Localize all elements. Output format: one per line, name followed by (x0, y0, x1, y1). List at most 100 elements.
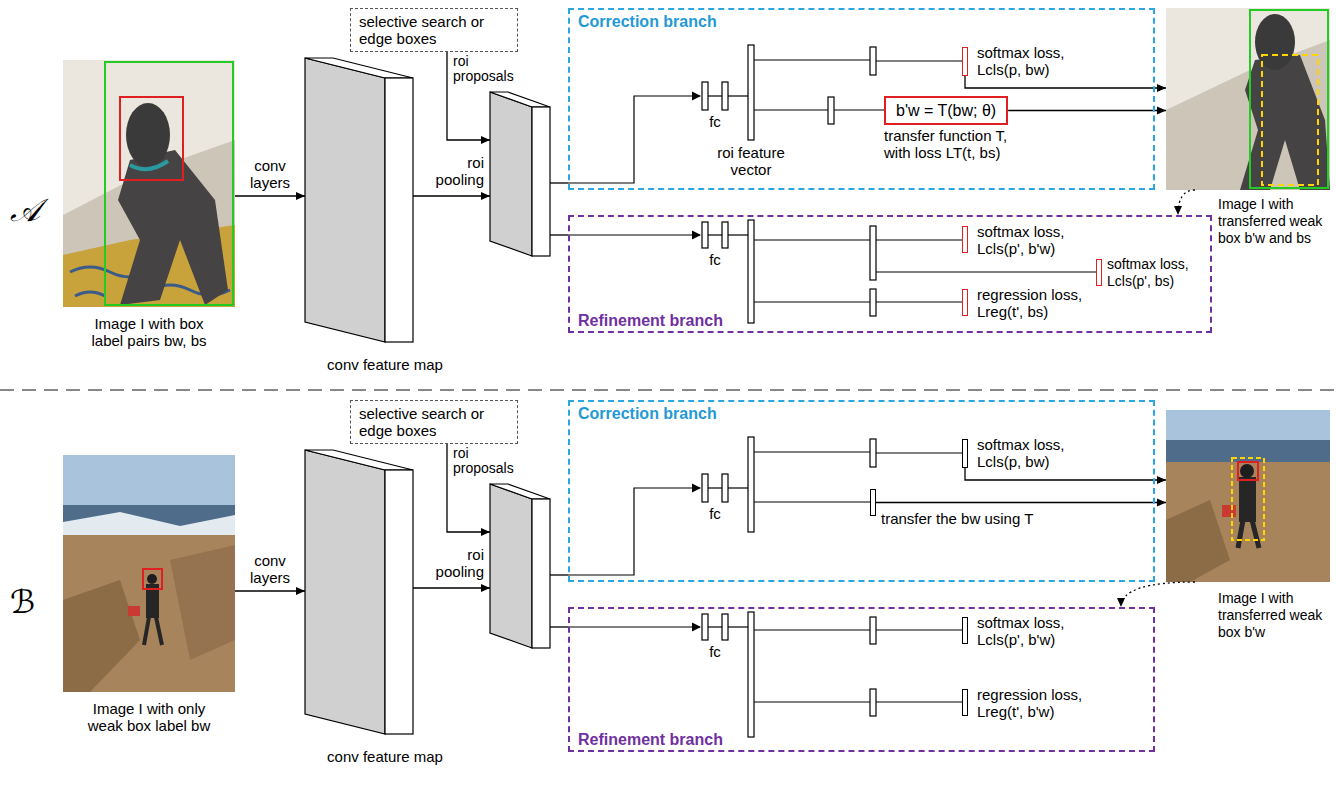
loss-bar: regression loss, Lreg(t', b'w) (962, 689, 968, 716)
weak-box (120, 97, 183, 180)
slab-top (305, 450, 413, 470)
transfer-formula: b'w = T(bw; θ) (896, 102, 996, 119)
arrowhead (1157, 107, 1166, 115)
person-body (1239, 477, 1256, 522)
slab-top (490, 484, 550, 499)
proposal-method: selective search or edge boxes (359, 13, 509, 47)
connector-line (235, 195, 305, 196)
branch-title: Correction branch (578, 13, 717, 30)
layer-bar (702, 222, 708, 248)
wire (728, 487, 748, 488)
arrowhead (1117, 598, 1125, 607)
layer-label: fc (700, 113, 730, 130)
slab-side (490, 92, 532, 256)
feature-map: conv feature map (305, 58, 413, 342)
connector-line (413, 195, 490, 196)
wire (754, 451, 870, 452)
proposal-box: selective search or edge boxes (350, 400, 518, 444)
wire (568, 96, 700, 183)
wire (568, 488, 700, 575)
strong-box (105, 62, 233, 305)
image-caption: Image I with only weak box label bw (83, 700, 215, 734)
connector-line (413, 587, 490, 588)
dog-head (126, 103, 170, 167)
wire (708, 95, 722, 96)
person-head (147, 574, 157, 584)
loss-label: regression loss, Lreg(t', b'w) (977, 686, 1092, 720)
layer-label: fc (700, 643, 730, 660)
transfer-function: b'w = T(bw; θ)transfer function T, with … (884, 96, 1008, 125)
slab-side (490, 484, 532, 648)
sea (63, 505, 235, 537)
layer-bar (748, 612, 754, 737)
connector (413, 192, 490, 200)
sea (1166, 440, 1330, 464)
wire (876, 271, 1096, 272)
wire (754, 301, 870, 302)
slab-top (490, 92, 550, 107)
transfer-note: transfer the bw using T (881, 510, 1081, 527)
rock-shade (1166, 500, 1230, 582)
transfer-note: transfer function T, with loss LT(t, bs) (884, 127, 1034, 161)
slab-front (385, 470, 413, 734)
arrowhead (481, 584, 490, 592)
wire (876, 60, 962, 61)
arrowhead (1157, 476, 1166, 484)
loss-label: softmax loss, Lcls(p', b'w) (977, 614, 1092, 648)
roi-pool-map: roi pooling (490, 92, 550, 256)
layer-bar (702, 474, 708, 502)
layer-bar (722, 82, 728, 110)
layer-bar: transfer the bw using T (870, 489, 876, 516)
connector (413, 584, 490, 592)
panel-separator (0, 389, 1336, 391)
connector (550, 575, 568, 576)
edge-label: roi proposals (453, 446, 517, 476)
loss-bar: softmax loss, Lcls(p, bw) (962, 439, 968, 468)
connector (235, 587, 305, 595)
wire (876, 701, 962, 702)
layer-bar (870, 289, 876, 316)
panel-letter: ℬ (10, 584, 35, 620)
wire (754, 109, 828, 110)
wire (708, 487, 722, 488)
wire (568, 626, 700, 627)
loss-bar: softmax loss, Lcls(p', b'w) (962, 226, 968, 253)
transferred-box (1262, 55, 1318, 185)
correction-branch: Correction branchsoftmax loss, Lcls(p, b… (568, 8, 1155, 190)
input-image: Image I with only weak box label bw (63, 455, 235, 692)
input-image: Image I with box label pairs bw, bs (63, 60, 235, 307)
transferred-box (1232, 458, 1264, 540)
slab-top (305, 58, 413, 78)
slab-front (385, 78, 413, 342)
layer-bar (748, 220, 754, 323)
pool-label: roi pooling (418, 154, 484, 188)
connector (1008, 107, 1166, 115)
layer-bar (870, 439, 876, 467)
dog-body (1240, 55, 1330, 190)
connector (876, 499, 1166, 507)
person-head (1240, 464, 1254, 478)
branch-title: Refinement branch (578, 731, 723, 748)
image-caption: Image I with transferred weak box b'w an… (1218, 196, 1328, 247)
slab-side (305, 58, 385, 342)
bag (1222, 505, 1236, 517)
feature-map: conv feature map (305, 450, 413, 734)
connector (550, 235, 568, 236)
loss-label: softmax loss, Lcls(p', bs) (1107, 256, 1205, 290)
wire (876, 239, 962, 240)
image-caption: Image I with box label pairs bw, bs (83, 315, 215, 349)
panel-letter: 𝒜 (10, 192, 40, 228)
connector-line (876, 502, 1166, 503)
layer-bar (748, 437, 754, 532)
sky (1166, 410, 1330, 442)
photo-background (63, 60, 235, 307)
arrowhead (1157, 499, 1166, 507)
layer-bar (870, 47, 876, 75)
output-image: Image I with transferred weak box b'w (1166, 410, 1330, 582)
arrowhead (481, 192, 490, 200)
branch-title: Refinement branch (578, 312, 723, 329)
wire (876, 452, 962, 453)
layer-bar (702, 82, 708, 110)
